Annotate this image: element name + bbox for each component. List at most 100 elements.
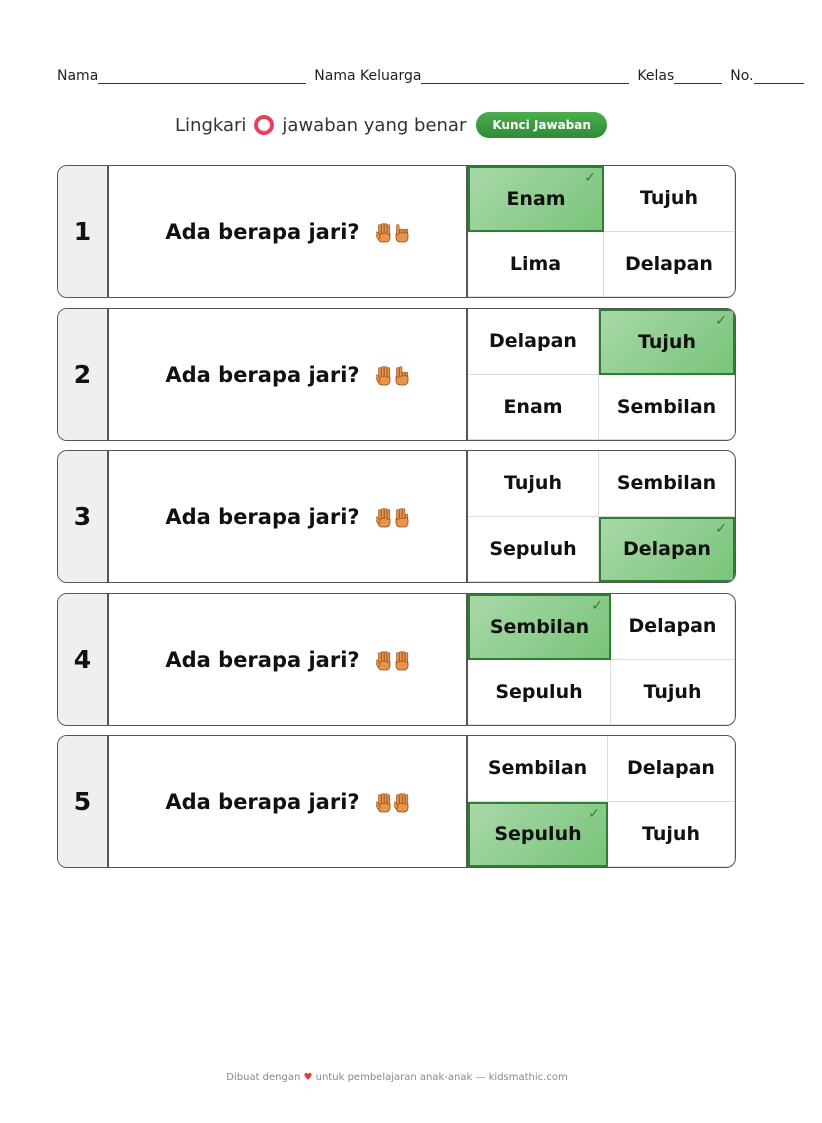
option-label: Tujuh <box>643 680 702 703</box>
fingers-image <box>375 791 410 813</box>
check-icon: ✓ <box>588 805 600 822</box>
student-info: Nama Nama Keluarga Kelas No. <box>57 68 822 84</box>
question-number: 4 <box>58 594 109 725</box>
question-prompt: Ada berapa jari? <box>109 166 468 297</box>
hand-icon <box>375 222 390 242</box>
answer-option[interactable]: Tujuh <box>608 801 735 867</box>
check-icon: ✓ <box>591 598 603 614</box>
class-field[interactable] <box>674 69 723 84</box>
answer-option[interactable]: Delapan <box>604 231 735 297</box>
option-label: Sembilan <box>487 757 588 780</box>
option-label: Enam <box>506 187 566 210</box>
question-number: 3 <box>58 451 109 582</box>
option-label: Tujuh <box>638 330 696 353</box>
answer-option[interactable]: Tujuh <box>468 451 599 517</box>
question-text: Ada berapa jari? <box>165 789 360 814</box>
family-label: Nama Keluarga <box>314 68 422 84</box>
hand-icon <box>375 507 390 527</box>
option-label: Sepuluh <box>494 823 582 846</box>
option-label: Enam <box>503 395 563 418</box>
hand-icon <box>395 223 408 242</box>
answer-option[interactable]: Sembilan✓ <box>468 594 611 660</box>
option-label: Delapan <box>489 330 577 353</box>
answer-option[interactable]: Lima <box>468 231 604 297</box>
instruction-text: Lingkari <box>175 114 247 136</box>
question-text: Ada berapa jari? <box>165 647 360 672</box>
question-number: 2 <box>58 309 109 440</box>
name-label: Nama <box>57 68 99 84</box>
no-field[interactable] <box>753 69 804 84</box>
fingers-image <box>375 364 410 386</box>
heart-icon: ♥ <box>303 1072 313 1083</box>
option-label: Delapan <box>623 538 711 561</box>
answer-option[interactable]: Tujuh ✓ <box>599 309 735 375</box>
question-number: 5 <box>58 736 109 867</box>
question-prompt: Ada berapa jari? <box>109 594 468 725</box>
option-label: Sepuluh <box>495 680 583 703</box>
circle-icon <box>254 115 275 135</box>
answer-option[interactable]: Sembilan <box>599 374 735 440</box>
hand-icon <box>375 365 390 385</box>
hand-icon <box>375 650 390 670</box>
answer-option[interactable]: Delapan <box>611 594 735 660</box>
no-label: No. <box>730 68 754 84</box>
answer-key-badge: Kunci Jawaban <box>476 112 607 138</box>
answer-option[interactable]: Sembilan <box>599 451 735 517</box>
question-row: 2 Ada berapa jari? Delapan Tujuh ✓ Enam Semb… <box>57 308 736 441</box>
option-label: Tujuh <box>640 187 698 210</box>
answer-option[interactable]: Sepuluh <box>468 516 599 582</box>
check-icon: ✓ <box>715 313 727 329</box>
option-label: Delapan <box>625 252 713 275</box>
option-label: Sembilan <box>489 615 590 638</box>
fingers-image <box>375 506 410 528</box>
answer-option[interactable]: Delapan <box>468 309 599 375</box>
option-label: Tujuh <box>642 822 700 845</box>
class-label: Kelas <box>637 68 675 84</box>
answer-option[interactable]: Sembilan <box>468 736 608 802</box>
check-icon: ✓ <box>584 170 596 186</box>
hand-icon <box>395 507 408 527</box>
fingers-image <box>375 649 410 671</box>
answer-option[interactable]: Enam <box>468 374 599 440</box>
answer-option[interactable]: Sepuluh <box>468 659 611 725</box>
answer-option[interactable]: Sepuluh ✓ <box>468 801 608 867</box>
hand-icon <box>395 650 408 670</box>
option-label: Sepuluh <box>489 537 577 560</box>
footer-text: Dibuat dengan <box>226 1072 301 1083</box>
family-field[interactable] <box>421 69 630 84</box>
question-prompt: Ada berapa jari? <box>109 309 468 440</box>
question-text: Ada berapa jari? <box>165 219 360 244</box>
footer-text-2: untuk pembelajaran anak-anak — kidsmathi… <box>315 1072 568 1083</box>
instruction: Lingkari jawaban yang benar Kunci Jawaba… <box>175 112 607 138</box>
answer-option[interactable]: Tujuh <box>604 166 735 232</box>
answer-option[interactable]: Delapan✓ <box>599 516 735 582</box>
answer-grid: Delapan Tujuh ✓ Enam Sembilan <box>468 309 735 440</box>
answer-option[interactable]: Delapan <box>608 736 735 802</box>
name-field[interactable] <box>98 69 307 84</box>
answer-option[interactable]: Tujuh <box>611 659 735 725</box>
question-prompt: Ada berapa jari? <box>109 736 468 867</box>
question-text: Ada berapa jari? <box>165 362 360 387</box>
option-label: Lima <box>509 252 562 275</box>
question-prompt: Ada berapa jari? <box>109 451 468 582</box>
option-label: Delapan <box>627 757 715 780</box>
footer: Dibuat dengan ♥ untuk pembelajaran anak-… <box>0 1072 794 1083</box>
option-label: Delapan <box>628 615 717 638</box>
answer-option[interactable]: Enam ✓ <box>468 166 604 232</box>
option-label: Tujuh <box>504 472 562 495</box>
hand-icon <box>395 365 408 385</box>
check-icon: ✓ <box>715 520 727 537</box>
option-label: Sembilan <box>616 472 717 495</box>
hand-icon <box>393 792 408 812</box>
hand-icon <box>375 792 390 812</box>
instruction-text-2: jawaban yang benar <box>282 114 467 136</box>
